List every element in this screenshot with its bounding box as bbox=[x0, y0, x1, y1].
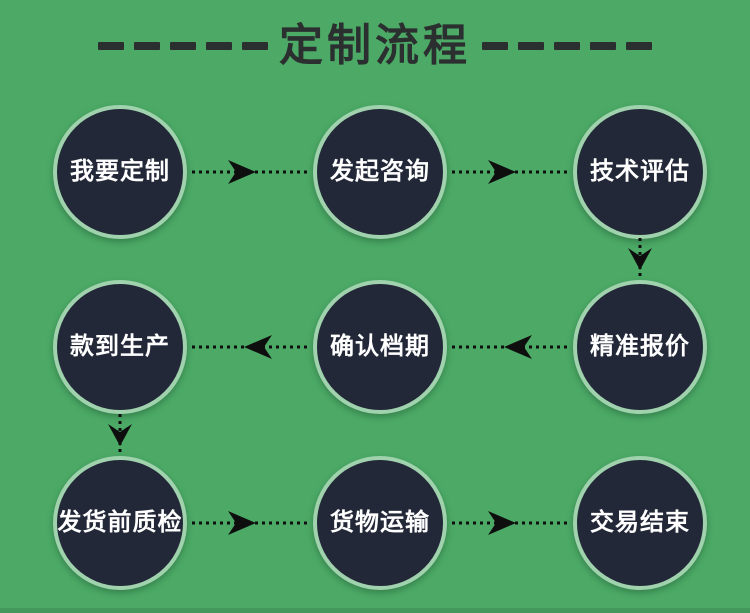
flow-node-consult: 发起咨询 bbox=[313, 105, 447, 239]
flow-node-shipping: 货物运输 bbox=[313, 456, 447, 590]
flow-node-quote: 精准报价 bbox=[573, 280, 707, 414]
title-dash bbox=[626, 42, 652, 50]
flow-node-label: 发起咨询 bbox=[330, 158, 430, 185]
page-title: 定制流程 bbox=[279, 21, 471, 70]
title-dash bbox=[98, 42, 124, 50]
arrow-right-icon bbox=[450, 508, 570, 538]
title-dash bbox=[206, 42, 232, 50]
flow-node-evaluation: 技术评估 bbox=[573, 105, 707, 239]
flow-node-complete: 交易结束 bbox=[573, 456, 707, 590]
arrow-left-icon bbox=[190, 332, 310, 362]
title-dash bbox=[518, 42, 544, 50]
title-bar: 定制流程 bbox=[0, 18, 750, 74]
flow-node-label: 发货前质检 bbox=[57, 509, 183, 536]
flow-node-label: 交易结束 bbox=[590, 509, 690, 536]
flow-node-schedule: 确认档期 bbox=[313, 280, 447, 414]
flow-node-label: 技术评估 bbox=[590, 158, 690, 185]
flow-node-label: 款到生产 bbox=[70, 333, 170, 360]
flow-node-label: 我要定制 bbox=[70, 158, 170, 185]
flow-node-qc: 发货前质检 bbox=[53, 456, 187, 590]
bottom-shade bbox=[0, 608, 750, 613]
flow-node-label: 精准报价 bbox=[590, 333, 690, 360]
arrow-down-icon bbox=[625, 236, 655, 282]
arrow-down-icon bbox=[105, 412, 135, 458]
title-dash bbox=[590, 42, 616, 50]
flow-node-order: 我要定制 bbox=[53, 105, 187, 239]
arrow-right-icon bbox=[190, 508, 310, 538]
title-dash bbox=[554, 42, 580, 50]
title-dash bbox=[482, 42, 508, 50]
title-dashes-right bbox=[477, 42, 657, 50]
flow-node-label: 确认档期 bbox=[330, 333, 430, 360]
title-dash bbox=[134, 42, 160, 50]
arrow-right-icon bbox=[190, 157, 310, 187]
arrow-right-icon bbox=[450, 157, 570, 187]
title-dash bbox=[170, 42, 196, 50]
title-dashes-left bbox=[93, 42, 273, 50]
title-dash bbox=[242, 42, 268, 50]
flow-node-production: 款到生产 bbox=[53, 280, 187, 414]
arrow-left-icon bbox=[450, 332, 570, 362]
flow-node-label: 货物运输 bbox=[330, 509, 430, 536]
